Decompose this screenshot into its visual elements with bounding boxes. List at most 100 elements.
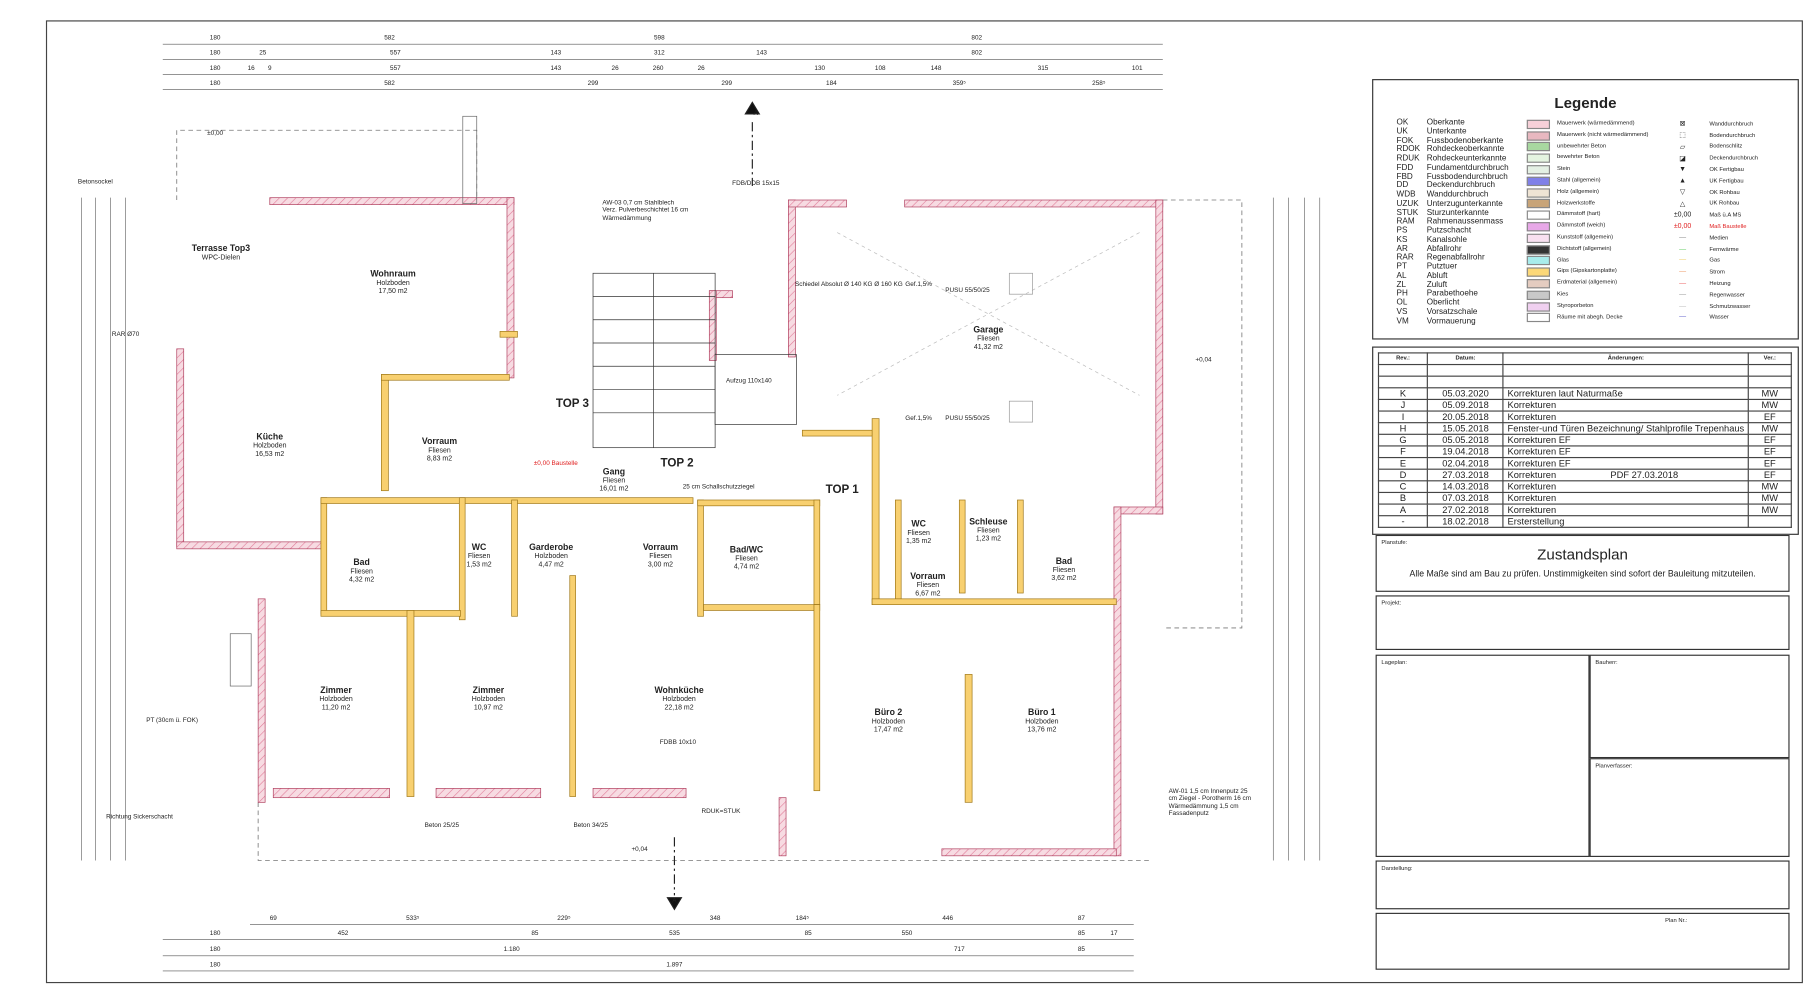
abbreviation-code: DD — [1396, 181, 1409, 190]
revision-header: Änderungen: — [1502, 352, 1749, 366]
revision-cell: 05.09.2018 — [1426, 398, 1505, 412]
dimension-value: 143 — [550, 65, 562, 73]
dimension-value: 582 — [384, 80, 395, 88]
revision-header-row: Rev.:Datum:Änderungen:Ver.: — [1377, 352, 1792, 366]
room-name: Bad/WC — [729, 544, 764, 555]
symbol-label: Wanddurchbruch — [1709, 120, 1754, 128]
abbreviation-meaning: Vormauerung — [1426, 316, 1476, 326]
dimension-value: 598 — [653, 34, 665, 42]
revision-cell: Fenster-und Türen Bezeichnung/ Stahlprof… — [1502, 422, 1749, 435]
dimension-value: 802 — [971, 34, 983, 42]
abbreviation-code: RAM — [1396, 217, 1415, 226]
room-area: 22,18 m2 — [664, 704, 694, 712]
revision-cell: MW — [1747, 422, 1792, 435]
dimension-value: 180 — [209, 946, 221, 954]
revision-cell: I — [1377, 410, 1429, 424]
darstellung-box: Darstellung: — [1375, 860, 1790, 910]
plan-annotation: ±0,00 — [207, 130, 224, 138]
abbreviation-meaning: Abluft — [1426, 271, 1448, 280]
material-label: Mauerwerk (nicht wärmedämmend) — [1556, 131, 1649, 139]
plan-annotation: PT (30cm ü. FOK) — [146, 717, 198, 725]
material-swatch — [1526, 199, 1551, 209]
symbol-label: UK Rohbau — [1709, 200, 1740, 208]
revision-cell: 18.02.2018 — [1426, 515, 1505, 528]
dimension-value: 26 — [697, 65, 705, 73]
revision-cell: J — [1377, 398, 1429, 412]
revision-cell: EF — [1747, 433, 1792, 447]
symbol-glyph: — — [1679, 234, 1687, 242]
dimension-value: 557 — [390, 50, 401, 57]
symbol-entry: —Medien — [1670, 233, 1758, 244]
material-swatch — [1526, 165, 1551, 175]
section-markers — [666, 101, 761, 911]
room-area: 3,62 m2 — [1051, 575, 1077, 582]
material-swatch — [1526, 187, 1551, 198]
unit-label: TOP 1 — [825, 483, 859, 497]
room-name: Zimmer — [472, 684, 505, 696]
revision-cell — [1747, 375, 1792, 389]
projekt-box: Projekt: — [1375, 595, 1790, 651]
material-entry: Styroporbeton — [1526, 301, 1649, 312]
revision-cell: F — [1377, 445, 1429, 459]
room-area: 10,97 m2 — [473, 704, 503, 712]
revision-cell: 02.04.2018 — [1426, 456, 1505, 470]
dimension-value: 258⁵ — [1092, 80, 1106, 88]
material-entry: Mauerwerk (nicht wärmedämmend) — [1526, 130, 1649, 141]
dimension-value: 557 — [390, 65, 401, 73]
revision-cell: Korrekturen — [1502, 480, 1749, 494]
abbreviation-code: VS — [1396, 307, 1408, 316]
material-entry: Holz (allgemein) — [1526, 187, 1649, 198]
material-label: Kunststoff (allgemein) — [1556, 233, 1614, 241]
symbol-label: Wasser — [1709, 314, 1729, 322]
revision-cell: 19.04.2018 — [1426, 445, 1505, 459]
dimension-value: 108 — [874, 65, 886, 73]
dimension-value: 299 — [721, 80, 733, 88]
dimension-value: 85 — [531, 930, 539, 938]
symbol-entry: —Heizung — [1670, 278, 1758, 289]
symbol-entry: —Regenwasser — [1670, 289, 1758, 300]
symbol-label: UK Fertigbau — [1709, 177, 1744, 185]
revision-cell: 05.05.2018 — [1426, 433, 1505, 447]
room-floor: Fliesen — [649, 553, 672, 561]
room-name: Vorraum — [421, 436, 458, 447]
abbreviation-code: AR — [1396, 244, 1408, 253]
symbol-label: Bodenschlitz — [1709, 143, 1743, 151]
revision-cell — [1502, 375, 1749, 389]
projekt-label: Projekt: — [1381, 600, 1402, 607]
abbreviation-meaning: Deckendurchbruch — [1426, 181, 1496, 190]
plan-annotation: Betonsockel — [77, 179, 113, 187]
room-name: Büro 2 — [874, 706, 903, 718]
room-floor: Holzboden — [534, 553, 568, 561]
abbreviation-meaning: Fussbodenoberkante — [1426, 136, 1504, 145]
room-floor: Fliesen — [977, 527, 1000, 535]
abbreviation-code: UK — [1396, 127, 1408, 136]
room-area: 1,53 m2 — [466, 561, 492, 569]
dimension-value: 312 — [653, 50, 665, 57]
dimension-value: 26 — [611, 65, 619, 73]
material-swatch — [1526, 290, 1551, 300]
material-swatch — [1526, 256, 1551, 266]
symbol-label: Schmutzwasser — [1709, 303, 1751, 311]
symbol-list: ⊠Wanddurchbruch⬚Bodendurchbruch▱Bodensch… — [1670, 119, 1758, 324]
room-name: Vorraum — [642, 541, 679, 553]
abbreviation-code: FBD — [1396, 172, 1413, 181]
room-floor: Holzboden — [319, 696, 353, 704]
room-name: Wohnküche — [654, 684, 704, 696]
material-entry: Räume mit abegh. Decke — [1526, 312, 1649, 323]
abbreviation-meaning: Sturzunterkannte — [1426, 208, 1489, 217]
